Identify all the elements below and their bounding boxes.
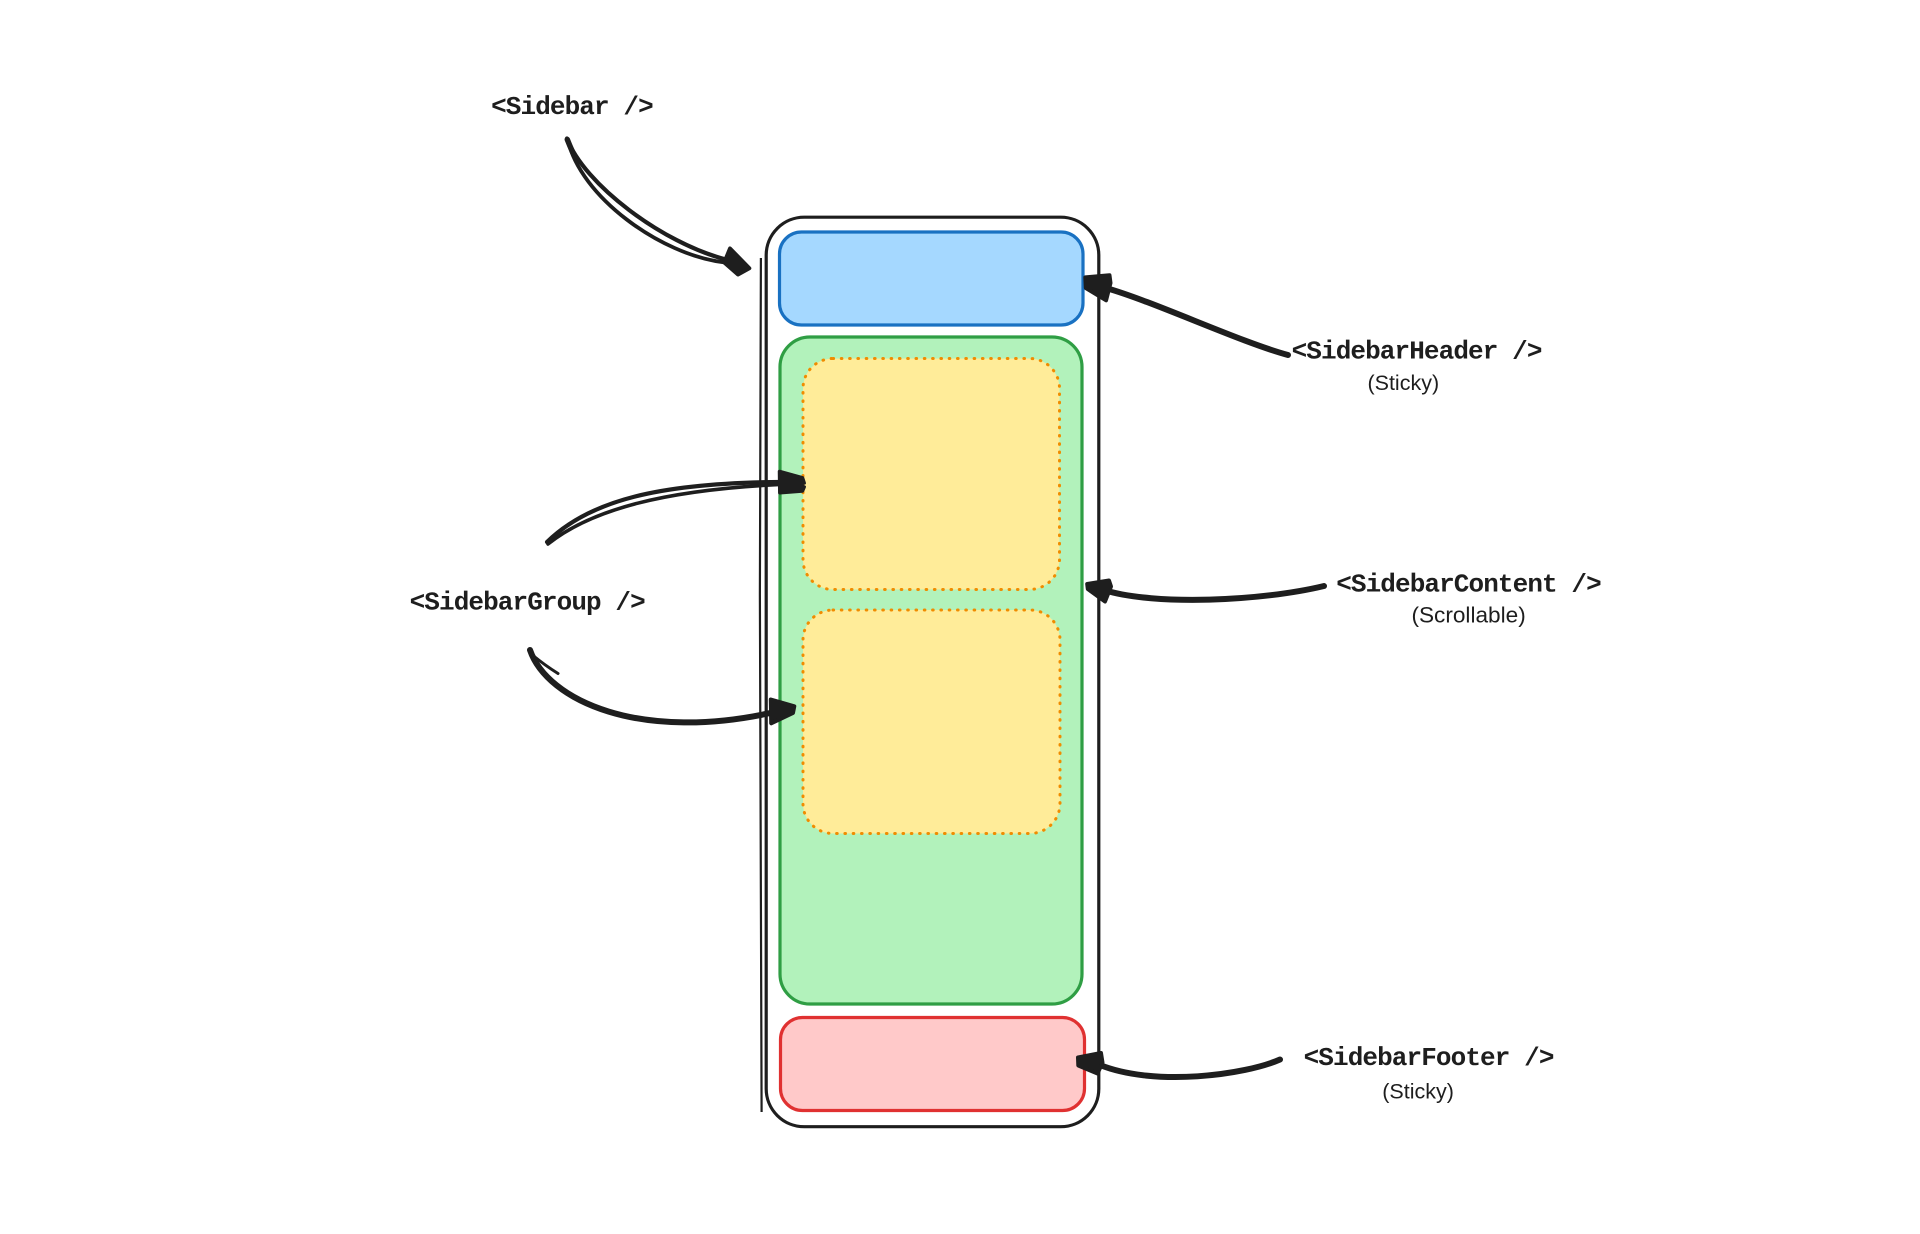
svg-text:<SidebarHeader />: <SidebarHeader />: [1292, 336, 1542, 366]
svg-text:<Sidebar />: <Sidebar />: [491, 92, 653, 122]
svg-text:<SidebarFooter />: <SidebarFooter />: [1304, 1043, 1554, 1073]
svg-text:<SidebarGroup />: <SidebarGroup />: [410, 588, 646, 618]
svg-text:(Sticky): (Sticky): [1367, 371, 1439, 395]
svg-text:(Sticky): (Sticky): [1382, 1079, 1454, 1103]
svg-text:<SidebarContent />: <SidebarContent />: [1336, 569, 1601, 599]
svg-text:(Scrollable): (Scrollable): [1411, 602, 1525, 627]
